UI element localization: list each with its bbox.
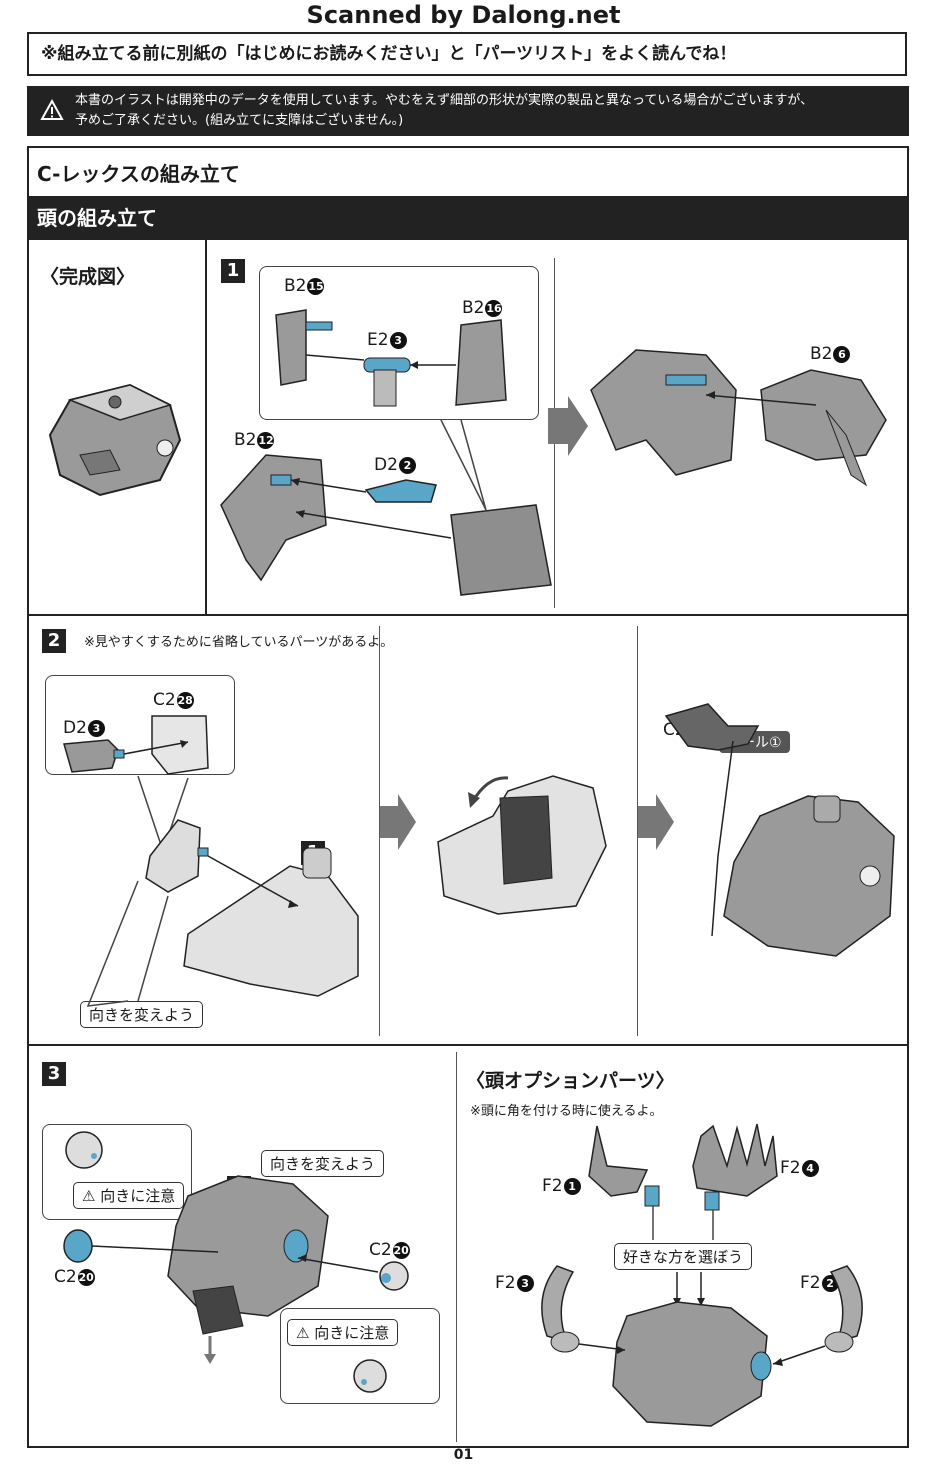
- step-3-turn-callout: 向きを変えよう: [261, 1150, 385, 1177]
- divider-v3: [379, 626, 380, 1036]
- divider-h1: [27, 614, 909, 616]
- options-illustration: [541, 1123, 863, 1427]
- step-1-subassembly-box: [259, 266, 539, 420]
- step-3-left-box: [42, 1124, 192, 1220]
- watermark: Scanned by Dalong.net: [306, 1, 621, 29]
- divider-v5: [456, 1052, 457, 1442]
- step-1-badge: 1: [221, 259, 245, 283]
- notice-box: ※組み立てる前に別紙の「はじめにお読みください」と「パーツリスト」をよく読んでね…: [27, 32, 907, 76]
- step-2-note: ※見やすくするために省略しているパーツがあるよ。: [84, 635, 394, 650]
- subsection-title: 頭の組み立て: [27, 196, 909, 240]
- options-title: 〈頭オプションパーツ〉: [466, 1070, 675, 1092]
- page-number: 01: [453, 1447, 474, 1463]
- step-2-subassembly-box: [45, 675, 235, 775]
- warning-bar: 本書のイラストは開発中のデータを使用しています。やむをえず細部の形状が実際の製品…: [27, 86, 909, 136]
- warning-line-2: 予めご了承ください。(組み立てに支障はございません。): [75, 113, 404, 128]
- step-2-turn-callout: 向きを変えよう: [80, 1001, 204, 1028]
- step-3-caution-left: ⚠ 向きに注意: [73, 1182, 185, 1209]
- step-3-caution-right: ⚠ 向きに注意: [287, 1319, 399, 1346]
- section-title: C-レックスの組み立て: [37, 162, 240, 186]
- complete-head-illustration: [48, 383, 182, 497]
- step-1-illustration: [220, 309, 887, 596]
- step-3-badge: 3: [42, 1062, 66, 1086]
- step-2-illustration: [63, 703, 895, 1007]
- options-note: ※頭に角を付ける時に使えるよ。: [470, 1104, 663, 1119]
- warning-line-1: 本書のイラストは開発中のデータを使用しています。やむをえず細部の形状が実際の製品…: [75, 93, 814, 108]
- step-2-badge: 2: [42, 629, 66, 653]
- instruction-frame: [27, 146, 909, 1448]
- step-3-right-box: [280, 1308, 440, 1404]
- options-choose-callout: 好きな方を選ぼう: [614, 1243, 753, 1270]
- warning-icon: [40, 98, 64, 120]
- divider-v1: [205, 240, 207, 614]
- complete-label: 〈完成図〉: [40, 266, 136, 288]
- divider-h2: [27, 1044, 909, 1046]
- step-3-illustration: [63, 1131, 409, 1393]
- divider-v4: [637, 626, 638, 1036]
